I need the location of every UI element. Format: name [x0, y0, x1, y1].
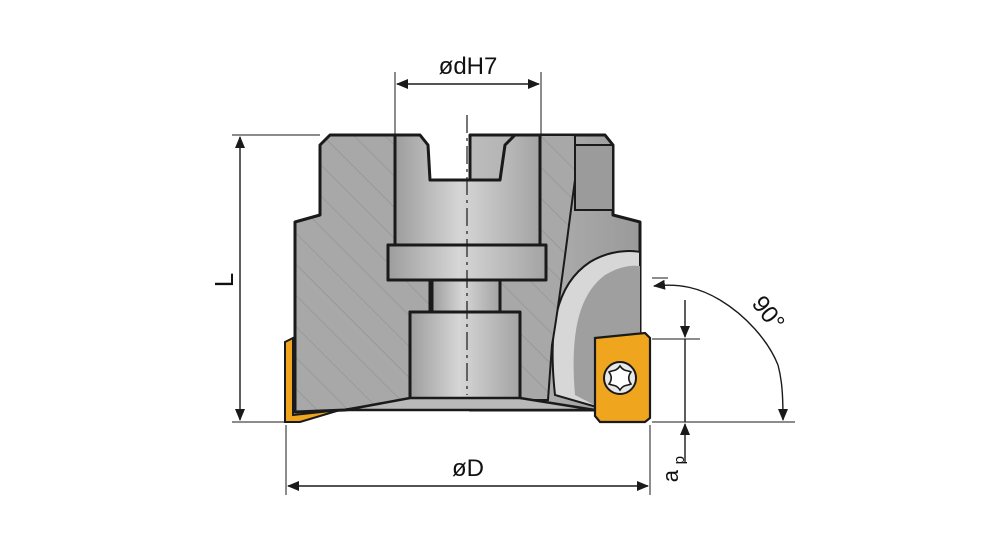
depth-label: a — [658, 469, 683, 482]
angle-label: 90° — [746, 291, 790, 336]
key-shoulder — [574, 144, 614, 211]
right-insert — [593, 331, 652, 424]
cutter-body — [293, 115, 642, 414]
bore-neck — [430, 278, 502, 314]
bottom-face — [344, 396, 596, 412]
angle-dimension: 90° — [652, 277, 790, 421]
length-label: L — [209, 273, 239, 287]
bore-dimension: ødH7 — [394, 53, 542, 135]
depth-dimension: a p — [652, 300, 795, 482]
depth-subscript: p — [671, 456, 688, 464]
diameter-label: øD — [452, 455, 484, 482]
bore-label: ødH7 — [439, 53, 498, 80]
length-dimension: L — [209, 134, 320, 423]
diameter-dimension: øD — [285, 425, 651, 495]
bore-lower — [408, 310, 522, 402]
